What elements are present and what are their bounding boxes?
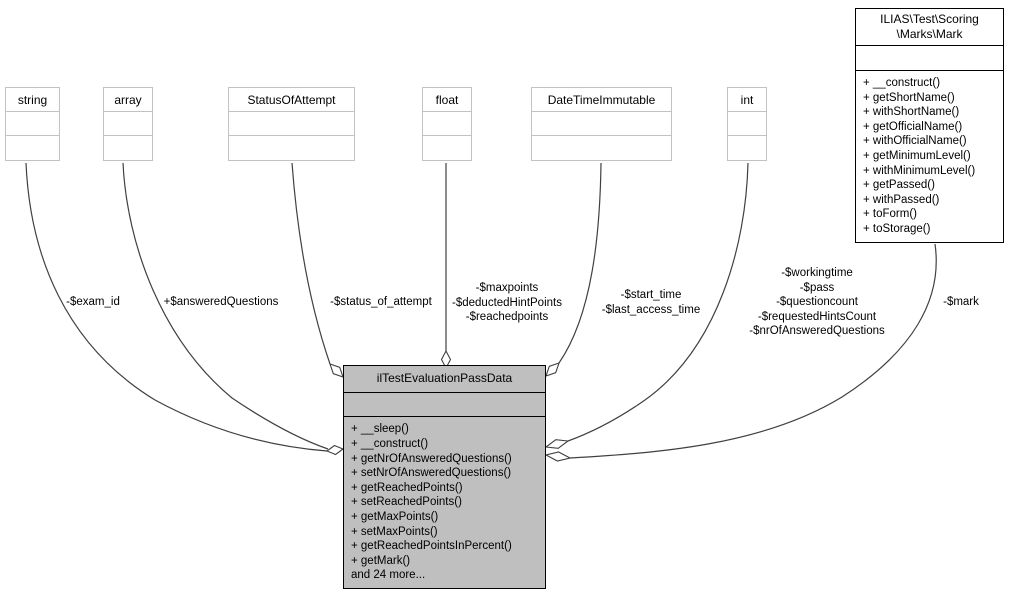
class-title: ilTestEvaluationPassData (344, 366, 545, 393)
edge-label-answered-questions: +$answeredQuestions (163, 296, 279, 308)
attributes-compartment (344, 393, 545, 418)
class-title: StatusOfAttempt (229, 88, 354, 112)
class-title: string (6, 88, 59, 112)
class-title: int (728, 88, 766, 112)
class-box-mark[interactable]: ILIAS\Test\Scoring \Marks\Mark + __const… (855, 8, 1004, 243)
attributes-compartment (423, 112, 471, 136)
edge-label-float-fields: -$maxpoints -$deductedHintPoints -$reach… (452, 282, 562, 323)
methods-compartment (423, 136, 471, 160)
aggregation-diamond-status-of-attempt (329, 363, 344, 378)
class-box-array: array (103, 87, 153, 161)
class-box-status-of-attempt[interactable]: StatusOfAttempt (228, 87, 355, 161)
methods-compartment (532, 136, 671, 160)
attributes-compartment (856, 46, 1003, 71)
attributes-compartment (229, 112, 354, 136)
attributes-compartment (728, 112, 766, 136)
class-box-datetimeimmutable: DateTimeImmutable (531, 87, 672, 161)
aggregation-diamond-int (544, 439, 570, 449)
methods-list: + __sleep() + __construct() + getNrOfAns… (351, 423, 512, 582)
edge-array (122, 162, 329, 450)
methods-compartment (104, 136, 152, 160)
class-title: ILIAS\Test\Scoring \Marks\Mark (856, 9, 1003, 46)
edge-label-int-fields: -$workingtime -$pass -$questioncount -$r… (749, 267, 885, 337)
methods-compartment (229, 136, 354, 160)
aggregation-diamond-mark (544, 451, 572, 462)
edge-string (25, 162, 328, 452)
edge-datetimeimmutable (558, 162, 602, 364)
edge-label-exam-id: -$exam_id (66, 296, 120, 308)
class-title: DateTimeImmutable (532, 88, 671, 112)
aggregation-diamond-string-array (325, 444, 345, 456)
edge-status-of-attempt (291, 162, 331, 365)
attributes-compartment (6, 112, 59, 136)
edge-label-datetime-fields: -$start_time -$last_access_time (601, 289, 701, 316)
class-box-string: string (5, 87, 60, 161)
class-title: array (104, 88, 152, 112)
class-box-il-test-evaluation-pass-data[interactable]: ilTestEvaluationPassData + __sleep() + _… (343, 365, 546, 589)
attributes-compartment (104, 112, 152, 136)
class-title: float (423, 88, 471, 112)
methods-compartment (728, 136, 766, 160)
edge-int (567, 162, 749, 442)
edge-mark (569, 243, 937, 459)
aggregation-diamond-datetimeimmutable (545, 362, 560, 377)
class-box-float: float (422, 87, 472, 161)
methods-compartment (6, 136, 59, 160)
attributes-compartment (532, 112, 671, 136)
edge-label-mark: -$mark (943, 296, 979, 308)
class-box-int: int (727, 87, 767, 161)
methods-list: + __construct() + getShortName() + withS… (863, 77, 976, 235)
edge-label-status-of-attempt: -$status_of_attempt (330, 296, 432, 308)
